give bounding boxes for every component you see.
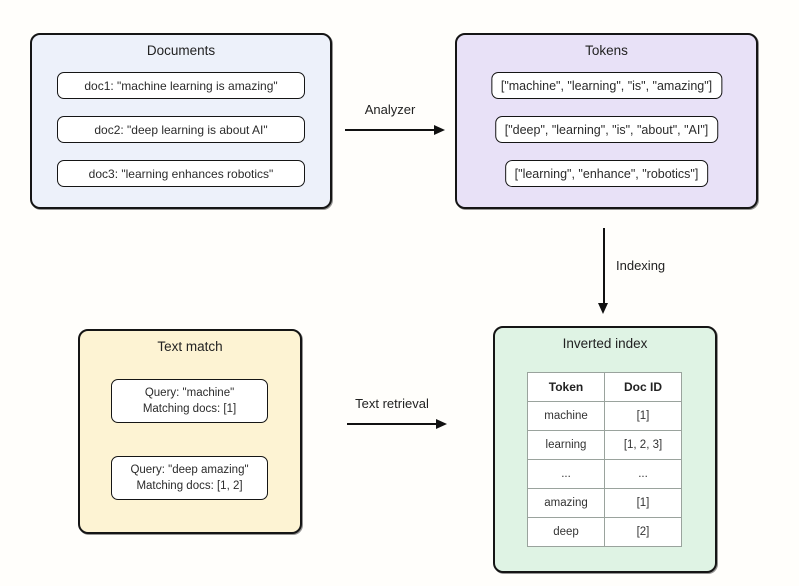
- analyzer-arrow-label: Analyzer: [364, 102, 416, 117]
- indexing-arrow-label: Indexing: [616, 258, 666, 273]
- table-header-doc-id: Doc ID: [604, 372, 682, 402]
- table-cell-doc-id: [1]: [604, 488, 682, 518]
- table-row: machine [1]: [527, 401, 682, 431]
- table-row: learning [1, 2, 3]: [527, 430, 682, 460]
- table-row: ... ...: [527, 459, 682, 489]
- table-cell-doc-id: ...: [604, 459, 682, 489]
- tokens-panel: Tokens ["machine", "learning", "is", "am…: [455, 33, 758, 209]
- analyzer-arrow-line: [345, 129, 435, 131]
- documents-panel-title: Documents: [146, 43, 216, 58]
- token-list-doc2: ["deep", "learning", "is", "about", "AI"…: [494, 116, 719, 143]
- query-machine-line: Query: "machine": [144, 387, 235, 399]
- inverted-index-panel: Inverted index Token Doc ID machine [1] …: [493, 326, 717, 573]
- doc2-item: doc2: "deep learning is about AI": [57, 116, 305, 143]
- text-match-panel-title: Text match: [157, 339, 223, 354]
- tokens-panel-title: Tokens: [585, 43, 628, 58]
- table-row: amazing [1]: [527, 488, 682, 518]
- query-machine-matches: Matching docs: [1]: [142, 403, 237, 415]
- token-list-doc3: ["learning", "enhance", "robotics"]: [504, 160, 709, 187]
- doc3-item: doc3: "learning enhances robotics": [57, 160, 305, 187]
- analyzer-arrowhead-icon: [434, 124, 445, 135]
- table-row: deep [2]: [527, 517, 682, 547]
- text-retrieval-arrow-label: Text retrieval: [355, 396, 429, 411]
- table-cell-token: deep: [527, 517, 605, 547]
- text-match-panel: Text match Query: "machine" Matching doc…: [78, 329, 302, 534]
- inverted-index-table: Token Doc ID machine [1] learning [1, 2,…: [527, 372, 682, 547]
- query-deep-amazing-result: Query: "deep amazing" Matching docs: [1,…: [111, 456, 268, 500]
- query-deep-amazing-matches: Matching docs: [1, 2]: [136, 480, 243, 492]
- inverted-index-panel-title: Inverted index: [562, 336, 648, 351]
- documents-panel: Documents doc1: "machine learning is ama…: [30, 33, 332, 209]
- text-retrieval-arrowhead-icon: [436, 418, 447, 429]
- table-header-token: Token: [527, 372, 605, 402]
- text-retrieval-arrow-line: [347, 423, 437, 425]
- table-cell-token: ...: [527, 459, 605, 489]
- table-cell-token: learning: [527, 430, 605, 460]
- table-cell-doc-id: [1]: [604, 401, 682, 431]
- table-cell-token: amazing: [527, 488, 605, 518]
- doc1-item: doc1: "machine learning is amazing": [57, 72, 305, 99]
- query-deep-amazing-line: Query: "deep amazing": [130, 464, 249, 476]
- table-header-row: Token Doc ID: [527, 372, 682, 402]
- table-cell-doc-id: [1, 2, 3]: [604, 430, 682, 460]
- table-cell-token: machine: [527, 401, 605, 431]
- indexing-arrowhead-icon: [598, 303, 608, 314]
- query-machine-result: Query: "machine" Matching docs: [1]: [111, 379, 268, 423]
- indexing-arrow-line: [603, 228, 605, 304]
- token-list-doc1: ["machine", "learning", "is", "amazing"]: [490, 72, 723, 99]
- table-cell-doc-id: [2]: [604, 517, 682, 547]
